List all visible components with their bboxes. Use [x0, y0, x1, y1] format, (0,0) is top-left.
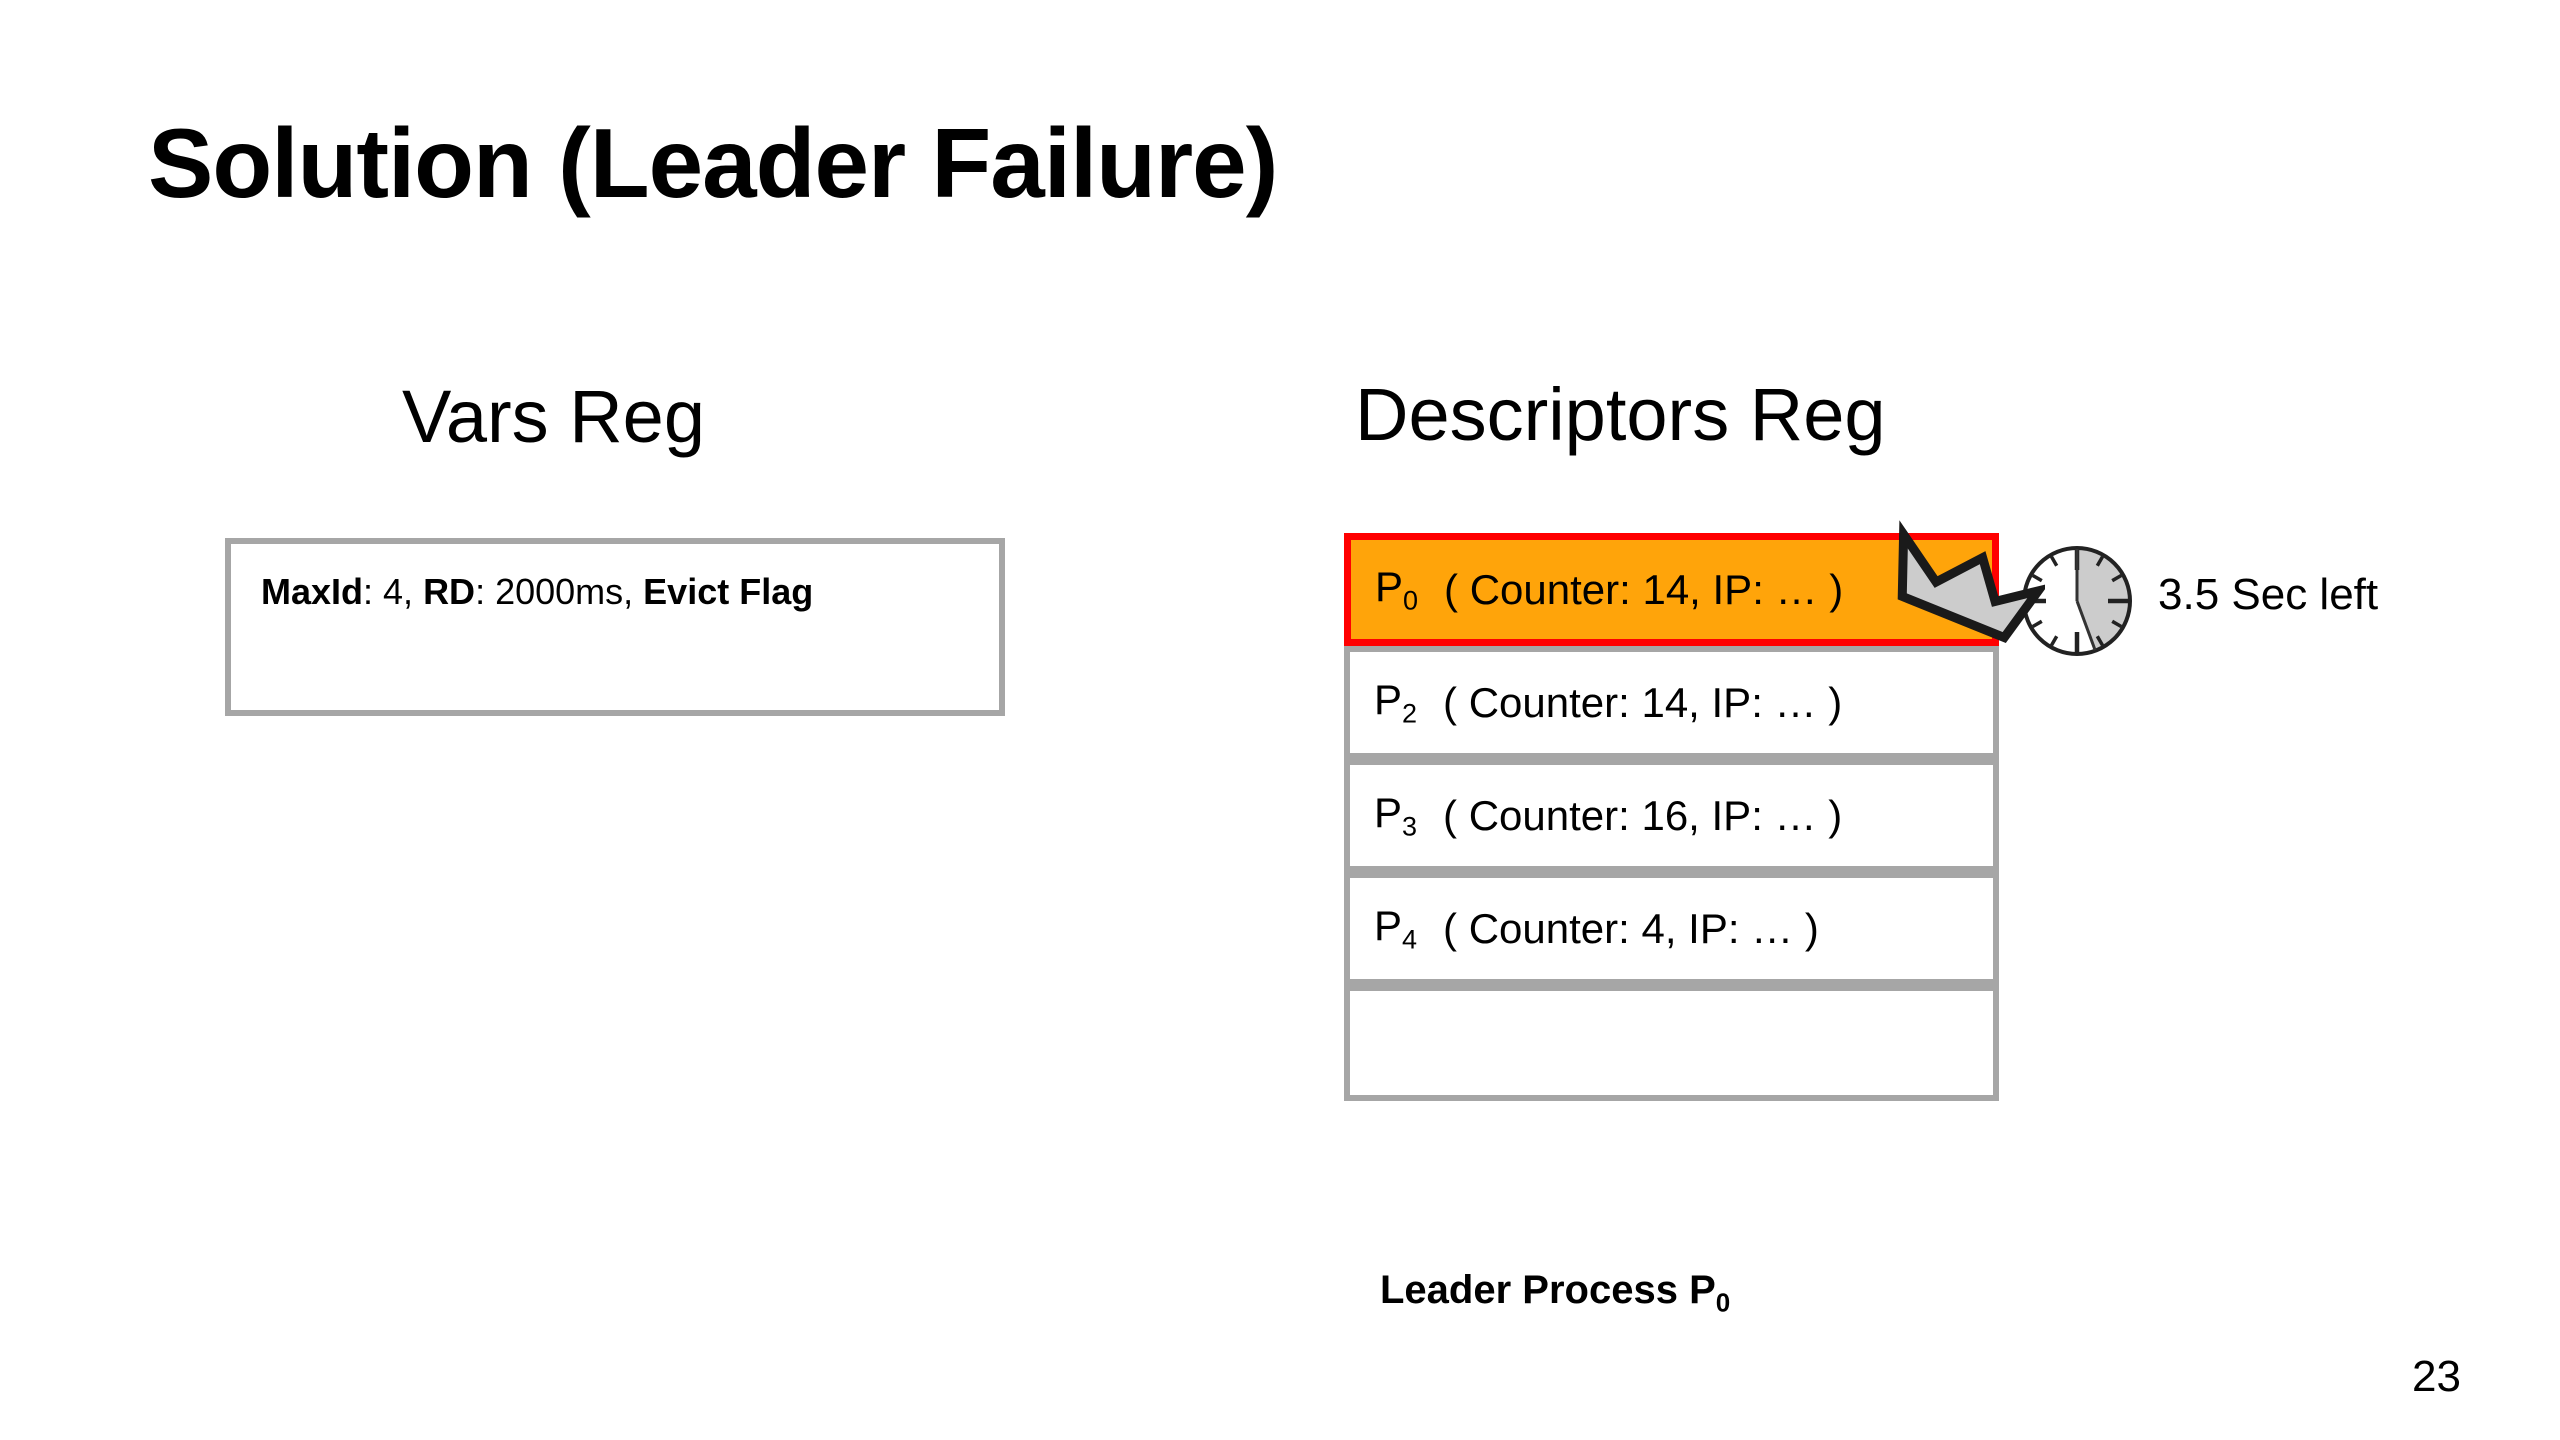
rd-label: RD	[423, 571, 476, 612]
descriptor-row[interactable]: P2 ( Counter: 14, IP: … )	[1344, 646, 1999, 759]
maxid-label: MaxId	[261, 571, 364, 612]
descriptor-row[interactable]: P0 ( Counter: 14, IP: … )	[1344, 533, 1999, 646]
leader-process-caption: Leader Process P0	[1380, 1268, 1731, 1318]
vars-reg-content: MaxId: 4, RD: 2000ms, Evict Flag	[261, 568, 979, 617]
descriptors-reg-heading: Descriptors Reg	[1355, 373, 1886, 456]
evict-flag-label: Evict Flag	[643, 571, 814, 612]
descriptor-row[interactable]: P3 ( Counter: 16, IP: … )	[1344, 759, 1999, 872]
maxid-value: : 4,	[363, 571, 424, 612]
descriptor-value: ( Counter: 14, IP: … )	[1443, 678, 1843, 726]
descriptor-row[interactable]: P4 ( Counter: 4, IP: … )	[1344, 872, 1999, 985]
descriptor-process-label: P3	[1374, 788, 1418, 842]
clock-icon	[2022, 546, 2132, 656]
vars-reg-box: MaxId: 4, RD: 2000ms, Evict Flag	[225, 538, 1005, 716]
descriptor-process-label: P0	[1375, 562, 1419, 616]
rd-value: : 2000ms,	[475, 571, 644, 612]
page-title: Solution (Leader Failure)	[148, 108, 1278, 218]
descriptor-value: ( Counter: 16, IP: … )	[1443, 791, 1843, 839]
vars-reg-heading: Vars Reg	[402, 375, 705, 458]
descriptor-value: ( Counter: 14, IP: … )	[1444, 565, 1844, 613]
timer-label: 3.5 Sec left	[2158, 570, 2379, 619]
page-number: 23	[2412, 1352, 2461, 1401]
descriptors-reg-table: P0 ( Counter: 14, IP: … ) P2 ( Counter: …	[1344, 533, 1999, 1119]
descriptor-row-empty[interactable]	[1344, 985, 1999, 1101]
descriptor-process-label: P4	[1374, 901, 1418, 955]
descriptor-process-label: P2	[1374, 675, 1418, 729]
descriptor-value: ( Counter: 4, IP: … )	[1443, 904, 1819, 952]
